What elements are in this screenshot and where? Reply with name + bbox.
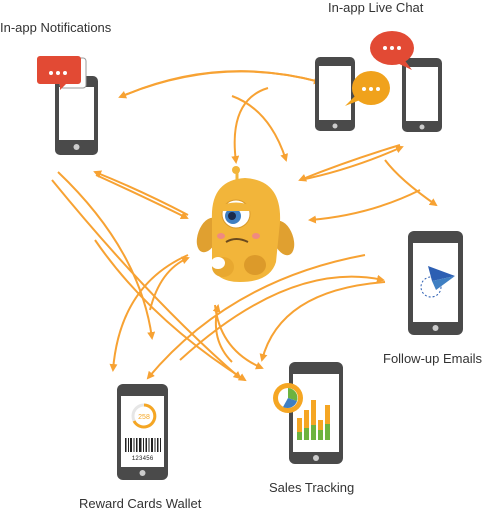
label-follow-up-emails: Follow-up Emails xyxy=(383,351,482,366)
arrow-notif-to-sales-2 xyxy=(94,239,247,382)
label-in-app-live-chat: In-app Live Chat xyxy=(328,0,424,15)
chat-phone-left xyxy=(315,57,355,131)
pie-chart-icon xyxy=(273,383,303,413)
mascot-character xyxy=(196,166,295,282)
arrow-chat-to-mascot-2 xyxy=(298,144,401,182)
arrow-chat-to-email xyxy=(384,159,438,207)
arrow-mascot-to-chat-2 xyxy=(299,145,404,181)
arrow-reward-to-mascot xyxy=(149,256,190,311)
barcode-number: 123456 xyxy=(132,455,154,462)
barcode: 123456 xyxy=(125,438,161,462)
reward-phone xyxy=(117,384,168,480)
reward-points-text: 258 xyxy=(138,414,150,421)
arrow-mascot-to-reward xyxy=(109,254,189,372)
arrow-chat-to-mascot xyxy=(231,87,269,164)
arrow-mascot-to-notif xyxy=(93,170,189,216)
arrow-mascot-to-chat xyxy=(231,95,288,162)
notification-phone xyxy=(55,76,98,155)
arrow-notif-to-mascot xyxy=(95,174,189,219)
connection-arrows xyxy=(51,70,438,382)
arrow-email-to-mascot xyxy=(308,189,421,224)
arrow-chat-to-notif xyxy=(118,70,321,99)
chat-bubble-orange-icon xyxy=(345,71,390,106)
reward-points-ring: 258 xyxy=(131,403,157,429)
sales-bar-chart xyxy=(297,400,330,440)
label-in-app-notifications: In-app Notifications xyxy=(0,20,112,35)
chat-bubble-red-icon xyxy=(370,31,414,70)
label-reward-cards-wallet: Reward Cards Wallet xyxy=(79,496,202,511)
arrow-notif-to-reward xyxy=(57,171,156,340)
arrow-reward-to-email xyxy=(179,274,385,361)
arrow-notif-to-sales xyxy=(51,179,242,380)
label-sales-tracking: Sales Tracking xyxy=(269,480,355,495)
arrow-sales-to-mascot xyxy=(212,304,233,363)
chat-phone-right xyxy=(402,58,442,132)
arrow-email-to-reward xyxy=(146,254,366,380)
paper-plane-icon xyxy=(420,266,455,298)
speech-bubble-icon xyxy=(37,56,87,90)
arrow-email-to-sales xyxy=(259,281,386,362)
